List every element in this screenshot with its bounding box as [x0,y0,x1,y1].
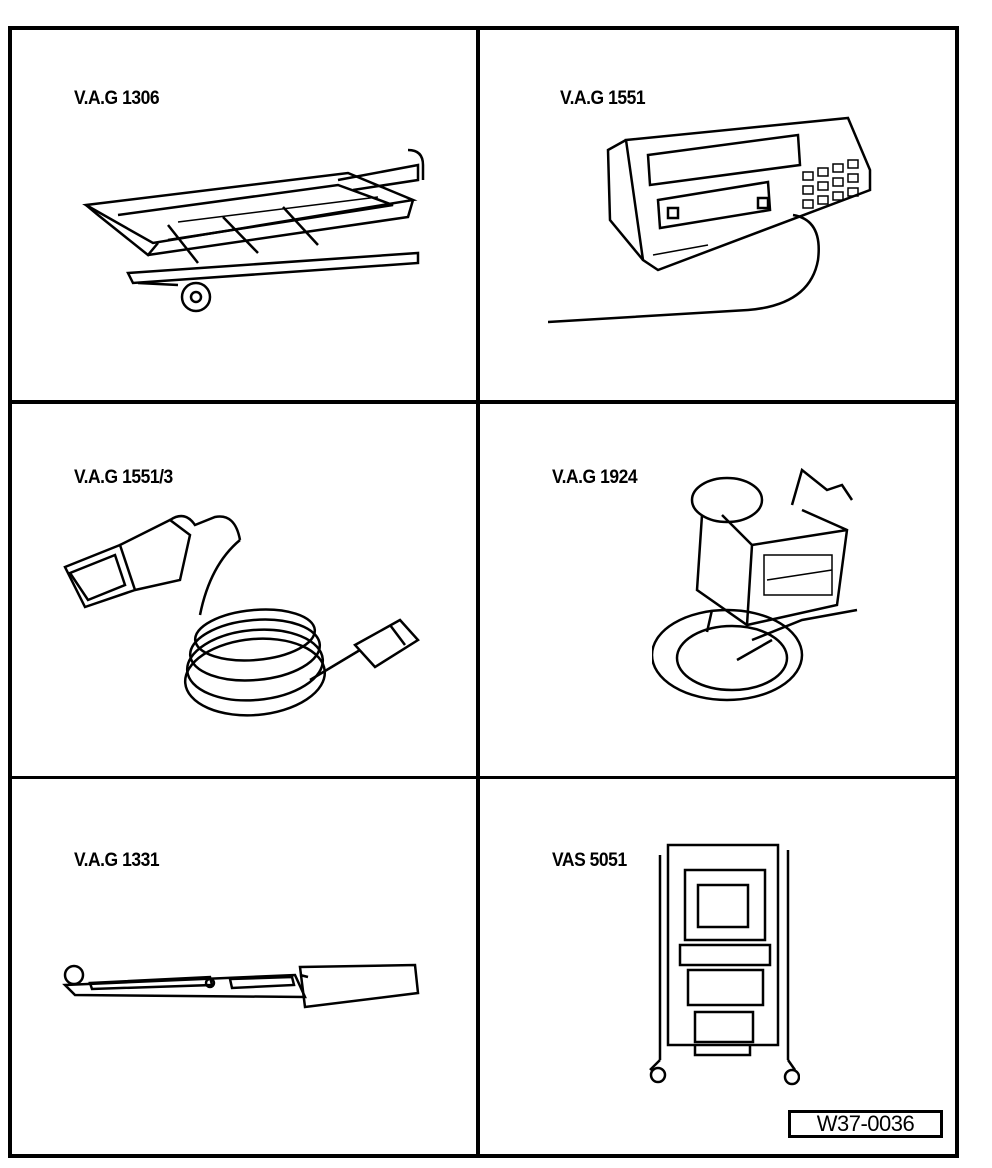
tool-label-vag-1306: V.A.G 1306 [74,88,160,109]
tool-label-vag-1551: V.A.G 1551 [560,88,646,109]
tool-label-vag-1551-3: V.A.G 1551/3 [74,467,173,488]
tool-label-vag-1924: V.A.G 1924 [552,467,638,488]
grid-divider-vertical [476,26,480,1158]
tool-sheet-frame [8,26,959,1158]
drip-tray-icon [78,145,428,320]
grid-divider-horizontal-2 [8,776,959,779]
bleeder-canister-icon [652,460,862,715]
tool-label-vas-5051: VAS 5051 [552,850,627,871]
diagnostic-trolley-icon [640,840,800,1100]
tool-label-vag-1331: V.A.G 1331 [74,850,160,871]
torque-wrench-icon [60,955,425,1020]
grid-divider-horizontal-1 [8,400,959,404]
fault-reader-icon [548,110,878,330]
figure-code-label: W37-0036 [788,1110,943,1138]
adapter-cable-icon [60,505,430,720]
